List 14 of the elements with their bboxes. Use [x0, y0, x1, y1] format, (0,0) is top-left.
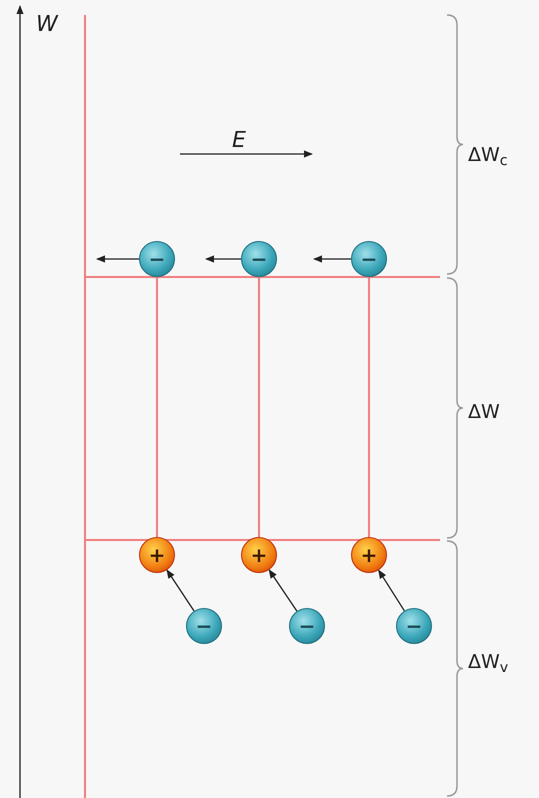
axis-label: W [36, 11, 58, 39]
field-label: E [232, 127, 246, 155]
arrow [166, 569, 195, 612]
arrow [378, 569, 405, 612]
arrow [96, 255, 139, 263]
energy-gap-label: ΔW$_{v}$ [468, 650, 508, 676]
arrow [205, 255, 241, 263]
connector-line [368, 277, 370, 537]
energy-gap-label: ΔW$_{c}$ [468, 143, 508, 170]
connector-line [156, 277, 158, 537]
arrow [268, 569, 298, 612]
connector-line [258, 277, 260, 537]
energy-gap-label: ΔW [468, 400, 500, 425]
arrow [313, 255, 351, 263]
